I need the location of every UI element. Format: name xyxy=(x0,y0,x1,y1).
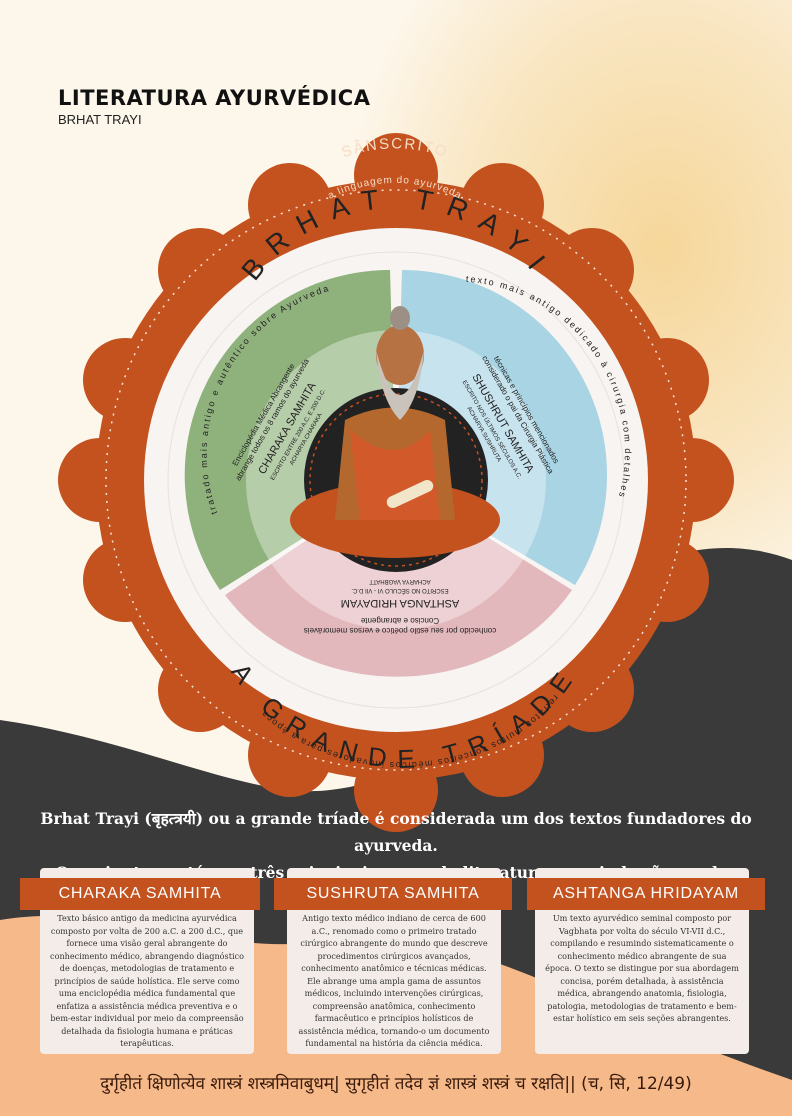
card-sushruta-title: SUSHRUTA SAMHITA xyxy=(274,878,512,910)
card-ashtanga-body: Um texto ayurvédico seminal composto por… xyxy=(545,913,739,1023)
page-title: LITERATURA AYURVÉDICA xyxy=(58,86,371,110)
segment-ashtanga-title: ASHTANGA HRIDAYAM xyxy=(341,597,460,609)
sage-figure xyxy=(290,306,500,558)
segment-ashtanga-line-2: Conciso e abrangente xyxy=(360,616,439,625)
card-sushruta-body: Antigo texto médico indiano de cerca de … xyxy=(298,913,490,1048)
segment-ashtanga-date: ESCRITO NO SÉCULO VI - VII D.C. xyxy=(351,587,449,594)
header: LITERATURA AYURVÉDICA BRHAT TRAYI xyxy=(58,86,370,127)
card-charaka-title: CHARAKA SAMHITA xyxy=(20,878,260,910)
card-ashtanga-title: ASHTANGA HRIDAYAM xyxy=(527,878,765,910)
segment-ashtanga-line-1: conhecido por seu estilo poético e verso… xyxy=(304,626,497,635)
intro-line-1: Brhat Trayi (बृहत्त्रयी) ou a grande trí… xyxy=(40,809,752,855)
card-charaka-body: Texto básico antigo da medicina ayurvédi… xyxy=(50,913,244,1048)
sanskrit-verse: दुर्गृहीतं क्षिणोत्येव शास्त्रं शस्त्रमि… xyxy=(100,1074,692,1094)
segment-ashtanga-author: ACHARYA VAGBHATT xyxy=(369,578,431,584)
page-subtitle: BRHAT TRAYI xyxy=(58,112,142,127)
